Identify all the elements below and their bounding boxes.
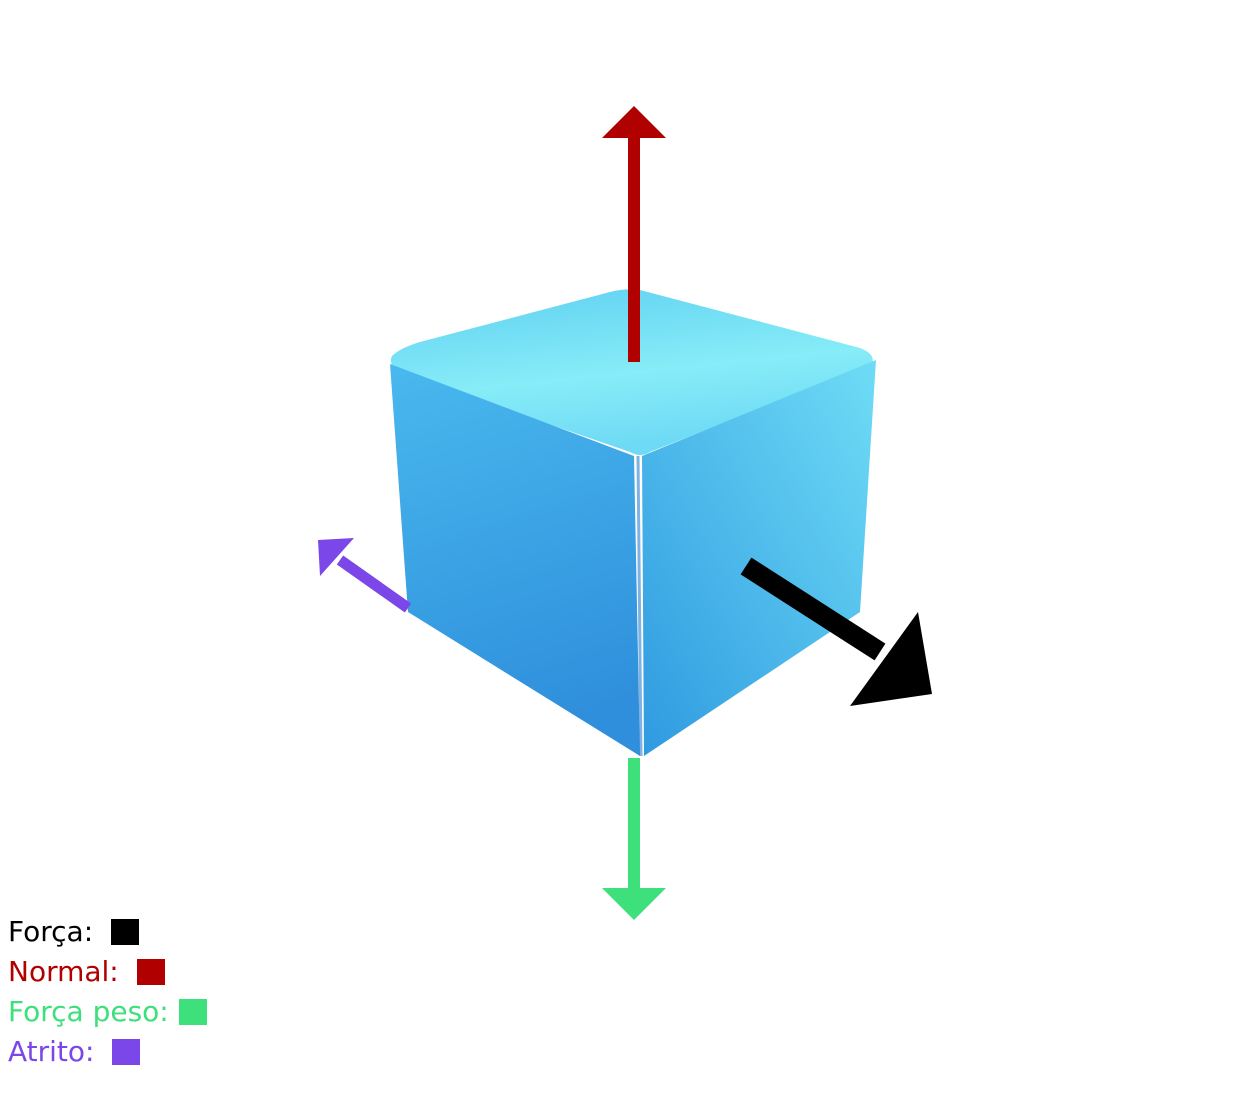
legend-swatch-forca-peso bbox=[178, 999, 207, 1025]
legend-label-forca-peso: Força peso: bbox=[8, 995, 169, 1028]
legend: Força: Normal: Força peso: Atrito: bbox=[8, 912, 207, 1072]
legend-item-forca: Força: bbox=[8, 912, 207, 952]
normal-arrow bbox=[602, 106, 666, 362]
legend-label-atrito: Atrito: bbox=[8, 1035, 95, 1068]
legend-swatch-atrito bbox=[112, 1039, 141, 1065]
legend-label-forca: Força: bbox=[8, 915, 94, 948]
forca-arrow bbox=[740, 557, 932, 706]
forca-peso-arrow bbox=[602, 758, 666, 920]
atrito-arrow bbox=[318, 538, 412, 613]
legend-label-normal: Normal: bbox=[8, 955, 119, 988]
legend-swatch-normal bbox=[136, 959, 165, 985]
legend-item-atrito: Atrito: bbox=[8, 1032, 207, 1072]
cube-front-edge bbox=[636, 455, 643, 757]
cube-left-face bbox=[390, 364, 640, 756]
cube-right-face bbox=[642, 360, 876, 756]
legend-item-normal: Normal: bbox=[8, 952, 207, 992]
cube-top-face bbox=[390, 289, 873, 455]
legend-item-forca-peso: Força peso: bbox=[8, 992, 207, 1032]
legend-swatch-forca bbox=[111, 919, 140, 945]
cube bbox=[390, 289, 876, 757]
